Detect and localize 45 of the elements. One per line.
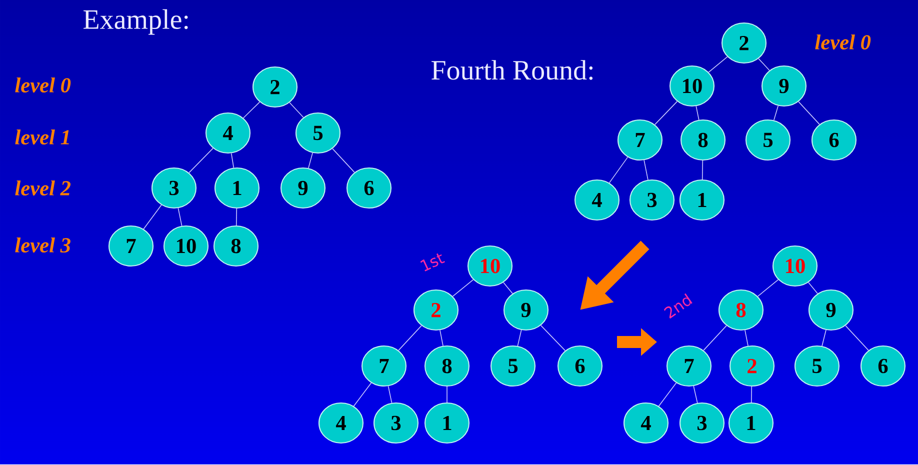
- tree-edge: [708, 56, 728, 73]
- tree-edge: [517, 330, 522, 346]
- tree-edge: [822, 330, 826, 346]
- tree-edge: [188, 148, 214, 174]
- tree-edge: [744, 330, 748, 346]
- tree-edge: [757, 279, 779, 297]
- tree-edge: [242, 102, 260, 118]
- heading: Fourth Round:: [432, 60, 593, 80]
- tree-edge: [236, 208, 238, 226]
- tree-edge: [608, 156, 628, 184]
- tree-edge: [503, 282, 513, 294]
- tree-edge: [693, 386, 698, 404]
- tree-edge: [440, 330, 444, 346]
- handwritten-note: 1st: [420, 253, 445, 272]
- level-label: level 0: [15, 78, 71, 92]
- tree-edge: [845, 325, 869, 351]
- level-label: level 1: [15, 130, 69, 144]
- tree-edge: [702, 160, 704, 180]
- tree-edge: [289, 102, 304, 118]
- tree-edge: [773, 105, 779, 121]
- tree-edge: [332, 148, 355, 173]
- tree-edge: [758, 58, 770, 71]
- title: Example:: [84, 9, 188, 35]
- tree-edge: [644, 160, 648, 180]
- tree-edge: [750, 386, 752, 403]
- level-label: level 0: [815, 34, 871, 50]
- tree-edge: [308, 152, 313, 168]
- tree-edge: [540, 325, 566, 351]
- tree-edge: [230, 152, 234, 168]
- handwritten-note: 2nd: [664, 293, 692, 319]
- tree-edge: [178, 208, 182, 226]
- tree-edge: [143, 204, 162, 230]
- level-label: level 3: [15, 238, 70, 252]
- tree-edge: [703, 325, 727, 351]
- tree-edge: [808, 282, 818, 294]
- tree-edge: [654, 101, 678, 125]
- tree-edge: [798, 101, 820, 125]
- tree-edge: [658, 382, 677, 406]
- tree-edge: [446, 386, 448, 403]
- tree-edge: [452, 279, 474, 297]
- tree-edge: [388, 386, 392, 404]
- tree-edge: [398, 325, 422, 351]
- tree-edge: [696, 106, 700, 120]
- tree-edge: [353, 382, 372, 406]
- level-label: level 2: [15, 180, 70, 196]
